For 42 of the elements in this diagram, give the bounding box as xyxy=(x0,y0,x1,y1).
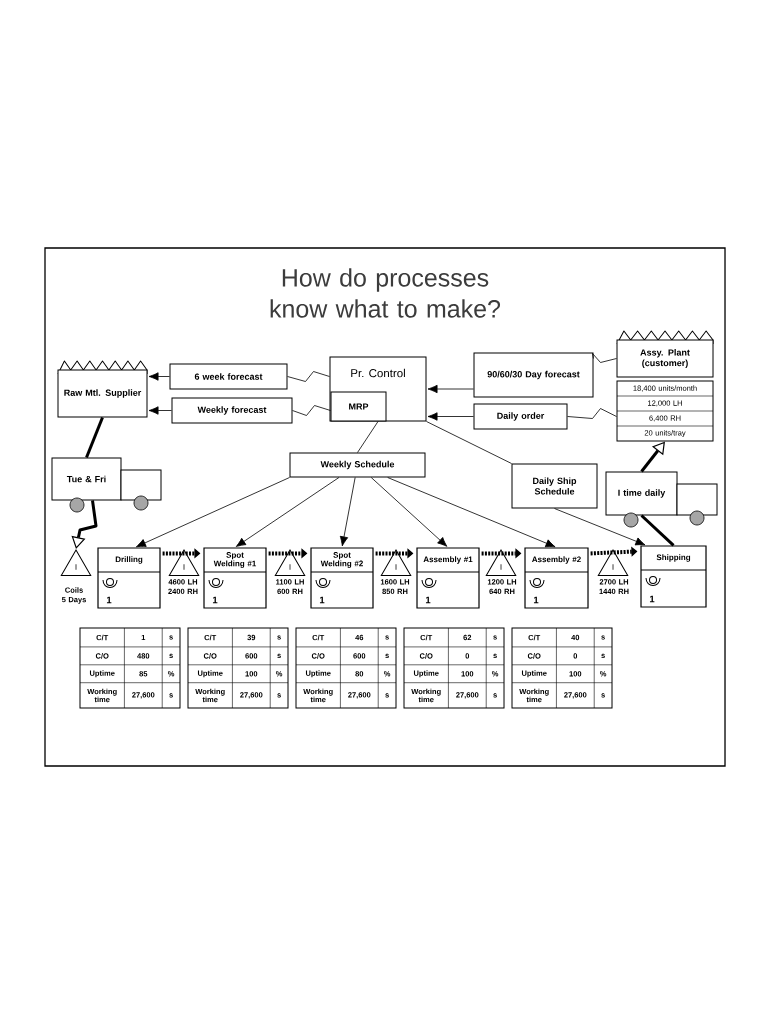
arrow xyxy=(148,406,172,415)
info-box: MRP xyxy=(330,391,387,422)
process-box: Spot Welding #1 1 xyxy=(203,547,267,609)
info-box: Weekly Schedule xyxy=(289,452,426,478)
info-box: Daily Ship Schedule xyxy=(511,463,598,509)
inventory-triangle: I xyxy=(380,549,412,576)
arrow xyxy=(554,508,646,546)
inventory-triangle: I xyxy=(597,549,629,576)
truck-drawing: Tue & Fri xyxy=(51,457,162,513)
information-line xyxy=(567,408,617,419)
factory-box: Raw Mtl. Supplier xyxy=(57,360,148,418)
information-line xyxy=(426,421,512,464)
arrow xyxy=(235,477,340,547)
inventory-triangle: I xyxy=(60,549,92,576)
process-box: Spot Welding #2 1 xyxy=(310,547,374,609)
truck-drawing: I time daily xyxy=(605,471,718,528)
arrow xyxy=(427,384,474,394)
information-line xyxy=(292,405,331,416)
arrow xyxy=(339,477,356,547)
info-box: Weekly forecast xyxy=(171,397,293,424)
arrow xyxy=(148,372,170,381)
information-line xyxy=(592,353,617,363)
info-box: 6 week forecast xyxy=(169,363,288,390)
process-box: Drilling 1 xyxy=(97,547,161,609)
arrow xyxy=(427,412,474,421)
inventory-triangle: I xyxy=(274,549,306,576)
arrow xyxy=(387,477,556,548)
info-box: Daily order xyxy=(473,403,568,430)
arrow xyxy=(370,477,448,547)
info-box: 90/60/30 Day forecast xyxy=(473,352,594,398)
process-box: Assembly #1 1 xyxy=(416,547,480,609)
arrow xyxy=(136,477,290,548)
shipment-arrow xyxy=(71,500,98,549)
factory-box: Assy. Plant (customer) xyxy=(616,330,714,378)
inventory-triangle: I xyxy=(485,549,517,576)
process-box: Assembly #2 1 xyxy=(524,547,589,609)
process-box: Shipping 1 xyxy=(640,545,707,608)
shipment-arrow xyxy=(640,441,665,473)
title: How do processes know what to make? xyxy=(270,268,501,318)
information-line xyxy=(287,371,330,382)
inventory-triangle: I xyxy=(168,549,200,576)
information-line xyxy=(357,421,379,453)
